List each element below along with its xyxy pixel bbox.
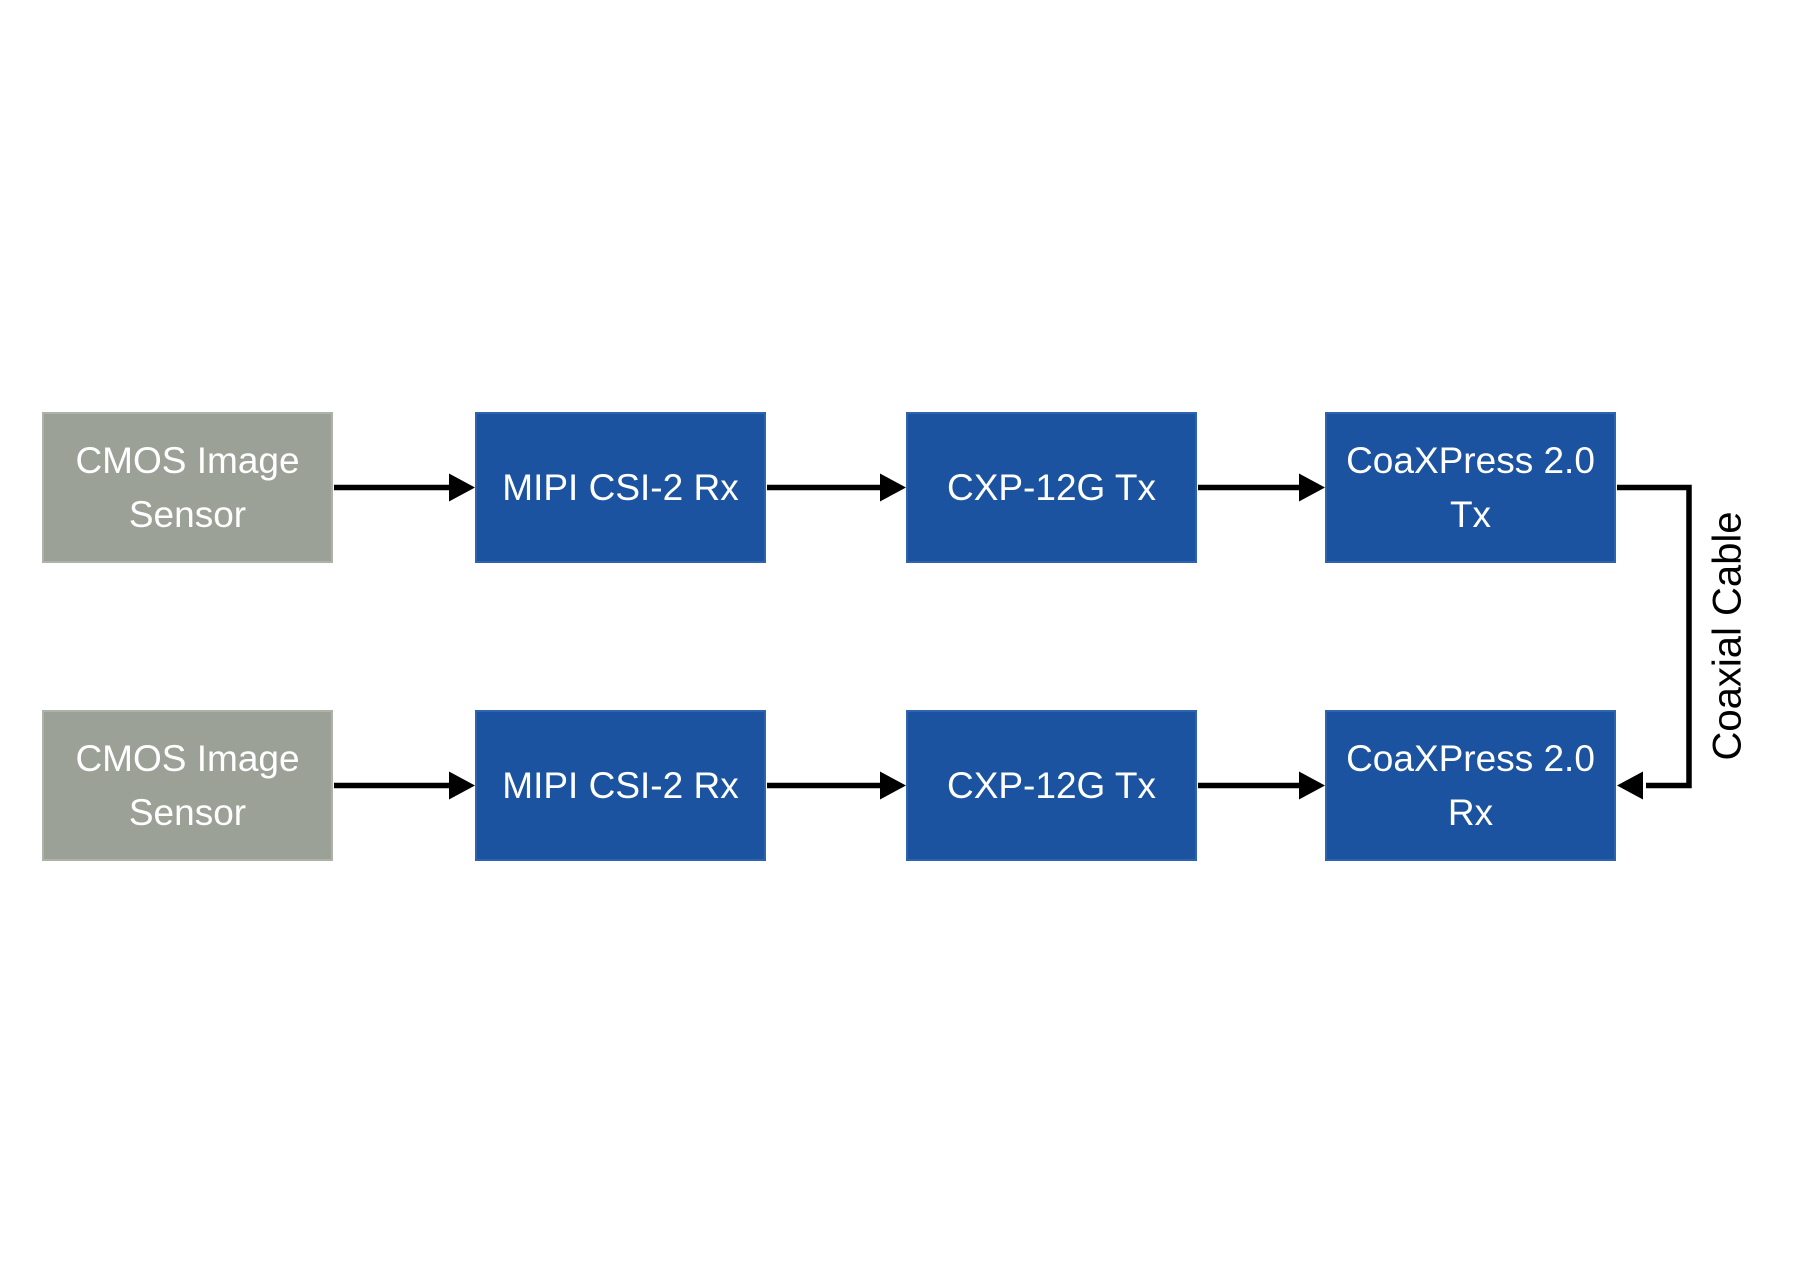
arrow-cxp-to-coaxpress-bottom [1198, 771, 1325, 800]
coaxpress-2-0-rx-box: CoaXPress 2.0 Rx [1325, 710, 1616, 861]
coax-cable-label: Coaxial Cable [1705, 511, 1750, 761]
mipi-csi2-rx-box-bottom: MIPI CSI-2 Rx [475, 710, 766, 861]
node-label: CXP-12G Tx [946, 466, 1157, 508]
coaxpress-2-0-tx-box: CoaXPress 2.0 Tx [1325, 412, 1616, 563]
cxp-12g-tx-box-top: CXP-12G Tx [906, 412, 1197, 563]
arrow-sensor-to-mipi-bottom [334, 771, 475, 800]
arrow-cxp-to-coaxpress-top [1198, 473, 1325, 502]
node-label: MIPI CSI-2 Rx [502, 466, 739, 508]
node-label: MIPI CSI-2 Rx [502, 764, 739, 806]
node-label: CMOS Image Sensor [75, 439, 300, 535]
cxp-12g-tx-box-bottom: CXP-12G Tx [906, 710, 1197, 861]
node-label: CMOS Image Sensor [75, 737, 300, 833]
arrow-mipi-to-cxp-top [767, 473, 906, 502]
cmos-image-sensor-box-top: CMOS Image Sensor [42, 412, 333, 563]
cmos-image-sensor-box-bottom: CMOS Image Sensor [42, 710, 333, 861]
node-label: CoaXPress 2.0 Rx [1346, 737, 1595, 833]
node-label: CXP-12G Tx [946, 764, 1157, 806]
arrow-mipi-to-cxp-bottom [767, 771, 906, 800]
mipi-csi2-rx-box-top: MIPI CSI-2 Rx [475, 412, 766, 563]
arrow-sensor-to-mipi-top [334, 473, 475, 502]
coax-cable-connector [1617, 484, 1692, 800]
node-label: CoaXPress 2.0 Tx [1346, 439, 1595, 535]
